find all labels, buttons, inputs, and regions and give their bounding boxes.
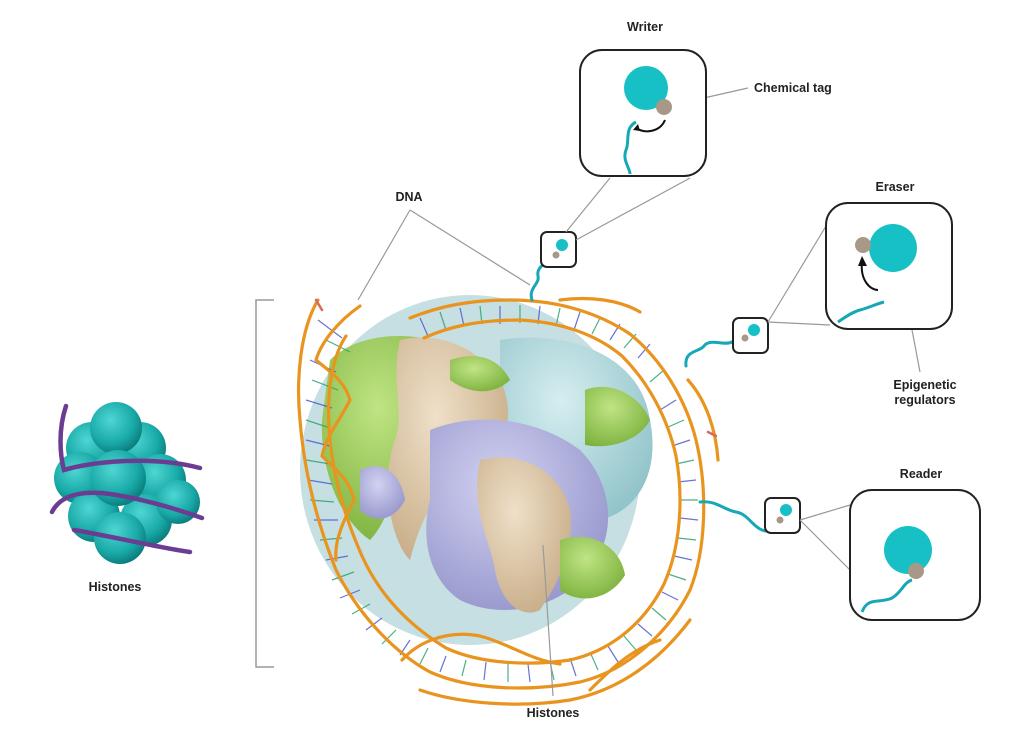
histones-left-label: Histones <box>88 580 142 594</box>
epigenetic-regulators-label: Epigenetic regulators <box>880 378 970 408</box>
histone-cluster-icon <box>49 402 205 564</box>
writer-box <box>579 49 707 177</box>
bracket <box>255 299 274 668</box>
writer-label: Writer <box>627 20 663 34</box>
eraser-label: Eraser <box>875 180 915 194</box>
histones-bottom-label: Histones <box>526 706 580 720</box>
eraser-box <box>825 202 953 330</box>
epigenetic-regulators-line1: Epigenetic <box>893 378 957 392</box>
histone-core <box>300 295 653 645</box>
nucleosome-model <box>296 295 720 706</box>
small-box-writer <box>540 231 577 268</box>
small-box-eraser <box>732 317 769 354</box>
reader-box <box>849 489 981 621</box>
reader-label: Reader <box>899 467 943 481</box>
dna-label: DNA <box>395 190 423 204</box>
chemical-tag-label: Chemical tag <box>754 81 832 95</box>
epigenetic-regulators-line2: regulators <box>894 393 956 407</box>
small-box-reader <box>764 497 801 534</box>
